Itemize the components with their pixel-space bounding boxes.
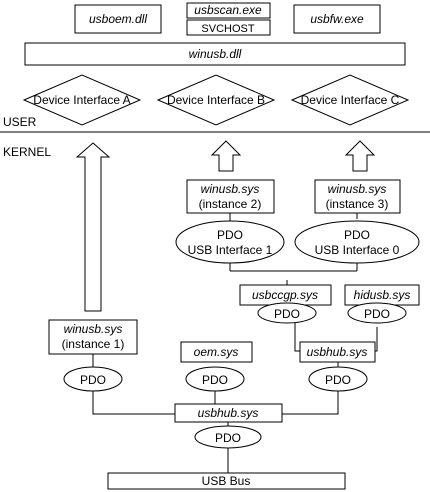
oem-sys-box (180, 341, 253, 363)
usb-bus-label: USB Bus (202, 474, 251, 488)
pdo-usb-interface-1-title: PDO (217, 228, 243, 242)
winusb-sys-instance3-label: (instance 3) (326, 197, 389, 211)
svchost-label: SVCHOST (201, 23, 254, 35)
pdo-usbhub-upper-ellipse (308, 366, 368, 392)
usbscan-exe-box (186, 2, 271, 19)
pdo-winusb-instance1-label: PDO (80, 373, 106, 387)
device-interface-a-diamond (22, 74, 142, 126)
user-mode-label: USER (3, 115, 37, 129)
usbfw-exe-box (293, 4, 381, 34)
oem-sys-label: oem.sys (194, 345, 239, 359)
usbhub-sys-upper-label: usbhub.sys (307, 345, 368, 359)
pdo-winusb-instance1-ellipse (63, 366, 123, 392)
winusb-sys-instance2-name: winusb.sys (201, 182, 260, 196)
usbhub-sys-upper-box (299, 341, 376, 363)
pdo-usbccgp-ellipse (257, 302, 317, 324)
device-interface-b-diamond (156, 74, 276, 126)
pdo-usbhub-upper-label: PDO (325, 373, 351, 387)
winusb-dll-box (24, 42, 406, 66)
usb-bus-box (107, 472, 346, 490)
device-interface-a-label: Device Interface A (33, 93, 130, 107)
kernel-mode-label: KERNEL (3, 145, 51, 159)
winusb-sys-instance3-name: winusb.sys (328, 182, 387, 196)
winusb-sys-instance2-box (186, 179, 275, 214)
usboem-dll-box (74, 4, 162, 34)
winusb-sys-instance3-box (314, 179, 401, 214)
pdo-root-label: PDO (215, 431, 241, 445)
usbfw-exe-label: usbfw.exe (310, 12, 364, 26)
winusb-sys-instance1-name: winusb.sys (64, 322, 123, 336)
pdo-oem-label: PDO (202, 373, 228, 387)
winusb-sys-instance1-box (48, 319, 138, 355)
pdo-usbccgp-label: PDO (274, 307, 300, 321)
usbscan-exe-label: usbscan.exe (194, 3, 262, 17)
usboem-dll-label: usboem.dll (89, 12, 147, 26)
usbccgp-sys-label: usbccgp.sys (252, 288, 318, 302)
pdo-usb-interface-0-ellipse (294, 220, 420, 264)
pdo-usb-interface-0-title: PDO (344, 228, 370, 242)
pdo-hidusb-ellipse (347, 302, 407, 324)
winusb-sys-instance2-label: (instance 2) (199, 197, 262, 211)
device-interface-b-label: Device Interface B (167, 93, 265, 107)
svchost-box (186, 19, 271, 36)
usbhub-sys-lower-label: usbhub.sys (198, 406, 259, 420)
pdo-hidusb-label: PDO (364, 307, 390, 321)
up-arrow-c (344, 140, 376, 172)
hidusb-sys-label: hidusb.sys (354, 288, 411, 302)
pdo-usb-interface-1-name: USB Interface 1 (188, 243, 273, 257)
pdo-usb-interface-0-name: USB Interface 0 (315, 243, 400, 257)
connector-lines (92, 213, 378, 473)
winusb-dll-label: winusb.dll (189, 47, 242, 61)
device-interface-c-label: Device Interface C (301, 93, 400, 107)
up-arrow-b (210, 140, 242, 172)
pdo-root-ellipse (194, 425, 262, 449)
pdo-oem-ellipse (185, 366, 245, 392)
device-interface-c-diamond (290, 74, 410, 126)
up-arrow-tall (75, 142, 111, 312)
winusb-sys-instance1-label: (instance 1) (62, 337, 125, 351)
pdo-usb-interface-1-ellipse (175, 220, 285, 264)
usbhub-sys-lower-box (174, 403, 283, 423)
